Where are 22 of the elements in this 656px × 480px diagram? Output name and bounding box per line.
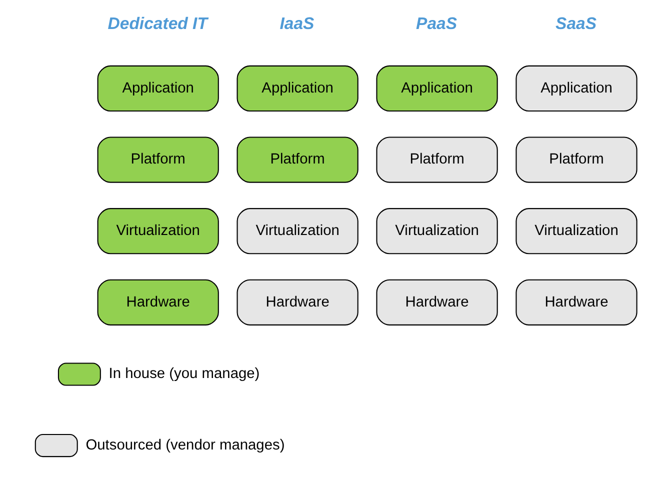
node-box: Platform: [515, 136, 637, 183]
node-box: Virtualization: [376, 208, 498, 254]
node-box: Platform: [376, 136, 498, 183]
node-box: Virtualization: [96, 208, 218, 254]
node-box: Virtualization: [515, 208, 637, 254]
label: SaaS: [555, 14, 596, 34]
legend-label: Outsourced (vendor manages): [85, 437, 284, 454]
label: IaaS: [279, 14, 314, 34]
node-box: Hardware: [236, 279, 358, 326]
legend-label: In house (you manage): [108, 366, 260, 382]
node-box: Application: [515, 65, 637, 112]
node-box: Hardware: [376, 279, 498, 326]
node-box: Platform: [96, 136, 218, 183]
label: PaaS: [416, 14, 457, 34]
label: Dedicated IT: [107, 14, 207, 34]
node-box: Application: [376, 65, 498, 112]
node-box: Hardware: [96, 279, 218, 326]
node-box: Hardware: [515, 279, 637, 326]
node-box: Virtualization: [236, 208, 358, 254]
node-box: Platform: [236, 136, 358, 183]
node-box: Application: [96, 65, 218, 112]
node-box: Application: [236, 65, 358, 112]
